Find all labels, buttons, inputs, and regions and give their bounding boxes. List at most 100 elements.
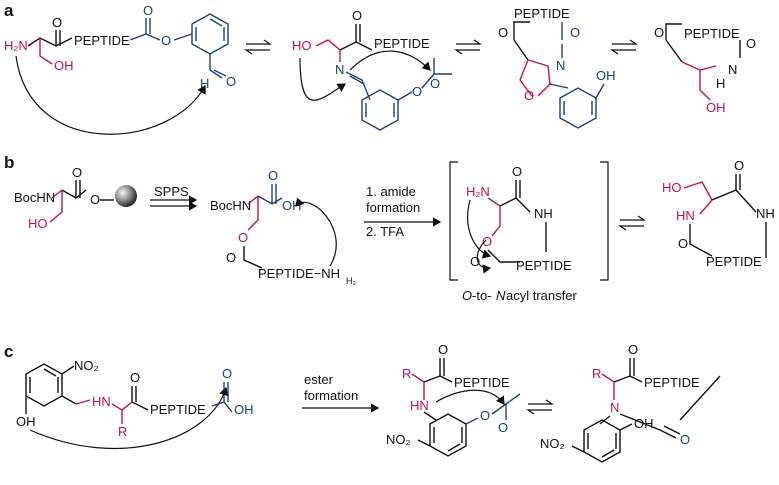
c2-hn: HN bbox=[410, 398, 429, 413]
a4-o-2: O bbox=[746, 36, 756, 51]
c1-o: O bbox=[130, 370, 140, 385]
b-step2: 2. TFA bbox=[366, 224, 404, 239]
b-equilibrium bbox=[618, 215, 646, 231]
panel-label-b: b bbox=[4, 153, 14, 172]
bi-peptide: PEPTIDE bbox=[516, 258, 572, 273]
c3-n: N bbox=[610, 400, 619, 415]
c-structure-2: R O PEPTIDE HN NO₂ O O bbox=[386, 342, 521, 457]
a3-phenol-oh: OH bbox=[596, 68, 616, 83]
c1-peptide: PEPTIDE bbox=[150, 402, 206, 417]
c1-no2: NO₂ bbox=[74, 358, 99, 373]
a-equilibrium-3 bbox=[610, 39, 638, 55]
c3-r: R bbox=[592, 366, 601, 381]
bi-h2n: H₂N bbox=[466, 184, 490, 199]
bi-o-carb: O bbox=[470, 254, 480, 269]
b-intermediate: H₂N O NH O O PEPTIDE O -to- N acyl trans… bbox=[449, 161, 609, 303]
a2-carbonyl-o: O bbox=[352, 8, 362, 23]
b1-carbonyl-o: O bbox=[72, 165, 82, 180]
bp-o-carb: O bbox=[678, 236, 688, 251]
a2-ho: HO bbox=[292, 38, 312, 53]
bp-o: O bbox=[734, 158, 744, 173]
panel-label-c: c bbox=[4, 342, 13, 361]
bi-o-ester: O bbox=[482, 234, 492, 249]
bi-o: O bbox=[512, 164, 522, 179]
a1-oh: OH bbox=[54, 58, 74, 73]
b2-nh2-sub: H₂ bbox=[346, 276, 356, 286]
bi-acyl-text: acyl transfer bbox=[506, 288, 577, 303]
resin-bead bbox=[115, 185, 137, 207]
c3-amide-o: O bbox=[680, 432, 690, 447]
b-structure-2: BocHN O OH O O PEPTIDE−NH H₂ bbox=[210, 168, 356, 286]
bp-nh: NH bbox=[756, 206, 775, 221]
b-arrow-amide: 1. amide formation 2. TFA bbox=[364, 184, 442, 239]
b2-peptide-nh: PEPTIDE−NH bbox=[258, 266, 340, 281]
b2-bochn: BocHN bbox=[210, 198, 251, 213]
c1-r: R bbox=[118, 424, 127, 439]
c-equilibrium bbox=[526, 399, 554, 415]
c2-r: R bbox=[402, 366, 411, 381]
a3-ring-o: O bbox=[524, 88, 534, 103]
a-structure-3: O PEPTIDE O N O OH bbox=[498, 6, 616, 129]
a1-peptide: PEPTIDE bbox=[74, 33, 130, 48]
a-structure-4: O PEPTIDE O N H OH bbox=[654, 23, 756, 115]
c1-cooh-oh: OH bbox=[234, 402, 254, 417]
a2-ester-o2: O bbox=[430, 76, 440, 91]
a4-oh: OH bbox=[706, 100, 726, 115]
c3-no2: NO₂ bbox=[540, 436, 565, 451]
b2-o: O bbox=[268, 168, 278, 183]
c-ester-b: formation bbox=[304, 388, 358, 403]
b2-o-ester: O bbox=[238, 230, 248, 245]
a1-aldehyde-h: H bbox=[200, 76, 209, 91]
a-equilibrium-1 bbox=[244, 39, 272, 55]
bi-acyl-n: N bbox=[496, 288, 506, 303]
b-structure-1: BocHN O O HO bbox=[14, 165, 137, 231]
a1-ester-o: O bbox=[143, 3, 153, 18]
c-structure-3: R O PEPTIDE N O NO₂ OH bbox=[540, 342, 721, 463]
b1-ho: HO bbox=[28, 216, 48, 231]
a3-o-2: O bbox=[570, 25, 580, 40]
a2-ester-o: O bbox=[412, 84, 422, 99]
c1-hn: HN bbox=[92, 394, 111, 409]
bp-hn: HN bbox=[676, 208, 695, 223]
a4-peptide: PEPTIDE bbox=[684, 26, 740, 41]
a-equilibrium-2 bbox=[454, 39, 482, 55]
a-structure-2: HO O PEPTIDE N O O bbox=[292, 8, 452, 131]
c-arrow-ester: ester formation bbox=[302, 372, 380, 413]
b1-ester-o: O bbox=[90, 192, 100, 207]
a3-peptide: PEPTIDE bbox=[514, 6, 570, 21]
c2-peptide: PEPTIDE bbox=[454, 375, 510, 390]
c2-o: O bbox=[438, 342, 448, 357]
b-step1: 1. amide bbox=[366, 184, 416, 199]
b2-o-carb: O bbox=[226, 250, 236, 265]
bi-nh: NH bbox=[534, 206, 553, 221]
b2-oh: OH bbox=[282, 198, 302, 213]
bp-peptide: PEPTIDE bbox=[706, 254, 762, 269]
a3-o: O bbox=[498, 25, 508, 40]
a1-carbonyl-o: O bbox=[52, 15, 62, 30]
a2-peptide: PEPTIDE bbox=[374, 36, 430, 51]
panel-label-a: a bbox=[4, 1, 14, 20]
a1-h2n: H₂N bbox=[4, 38, 28, 53]
b1-bochn: BocHN bbox=[14, 190, 55, 205]
c1-oh: OH bbox=[16, 414, 36, 429]
a1-aldehyde-o: O bbox=[226, 74, 236, 89]
c3-oh: OH bbox=[634, 416, 654, 431]
c-structure-1: NO₂ OH HN R O PEPTIDE O OH bbox=[16, 358, 254, 450]
bi-acyl-to: -to- bbox=[472, 288, 492, 303]
a4-nh-n: N bbox=[728, 62, 737, 77]
c3-peptide: PEPTIDE bbox=[644, 375, 700, 390]
bp-ho: HO bbox=[662, 180, 682, 195]
a1-ester-o2: O bbox=[161, 33, 171, 48]
a2-n: N bbox=[335, 62, 344, 77]
c1-cooh-o: O bbox=[222, 366, 232, 381]
c2-no2: NO₂ bbox=[386, 432, 411, 447]
bi-acyl-o: O bbox=[462, 288, 472, 303]
c-ester: ester bbox=[304, 372, 334, 387]
a4-o: O bbox=[654, 25, 664, 40]
b-arrow-spps: SPPS bbox=[150, 184, 198, 211]
a3-ring-n: N bbox=[556, 58, 565, 73]
a-structure-1: H₂N O PEPTIDE OH O O H O bbox=[4, 3, 236, 135]
b-spps-label: SPPS bbox=[154, 184, 189, 199]
b-step1b: formation bbox=[366, 200, 420, 215]
